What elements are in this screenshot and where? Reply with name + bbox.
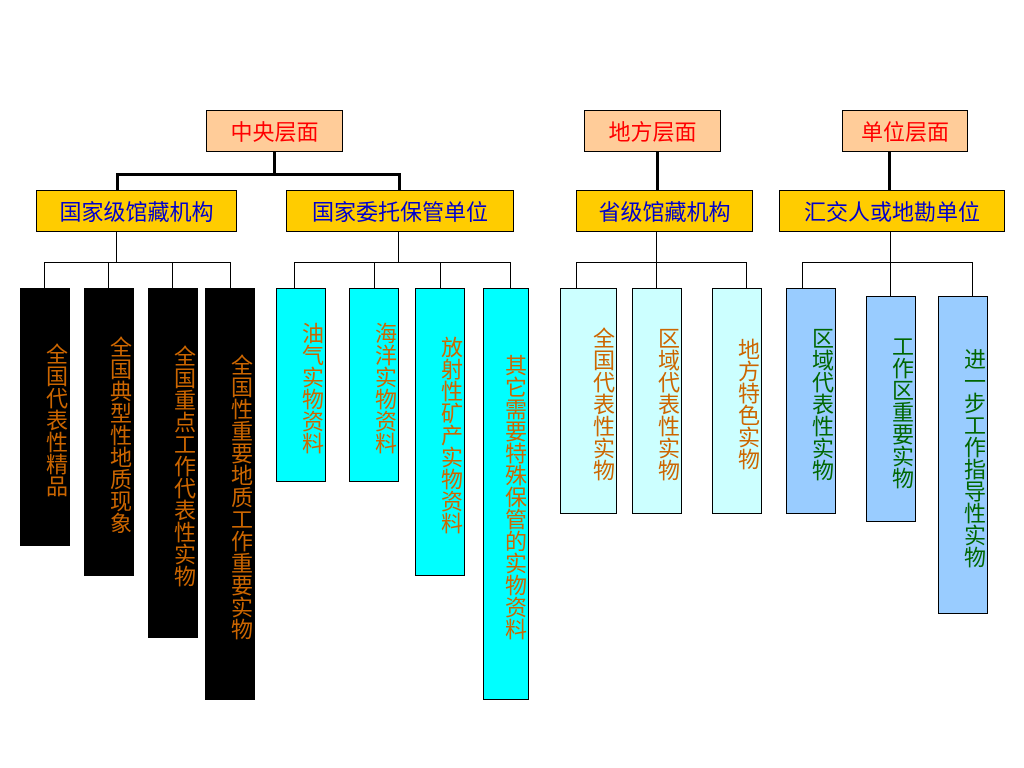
submitting-units-label: 汇交人或地勘单位 (803, 201, 980, 226)
connector (510, 262, 511, 288)
provincial-collection-box: 省级馆藏机构 (576, 190, 753, 232)
connector (44, 262, 45, 288)
leaf-label: 全国代表性实物 (589, 327, 614, 481)
connector (440, 262, 441, 288)
leaf-label: 全国代表性精品 (42, 343, 67, 497)
connector (44, 262, 230, 263)
leaf-label: 海洋实物资料 (371, 322, 396, 454)
leaf-label: 工作区重要实物 (888, 335, 913, 489)
connector (576, 262, 577, 288)
connector (802, 262, 972, 263)
leaf-label: 全国重点工作代表性实物 (170, 345, 195, 587)
leaf-label: 油气实物资料 (298, 322, 323, 454)
leaf-box: 工作区重要实物 (866, 296, 916, 522)
leaf-box: 其它需要特殊保管的实物资料 (483, 288, 529, 700)
national-collection-box: 国家级馆藏机构 (36, 190, 237, 232)
connector (576, 262, 746, 263)
leaf-box: 地方特色实物 (712, 288, 762, 514)
connector (398, 232, 399, 262)
connector (294, 262, 295, 288)
unit-level-box: 单位层面 (842, 110, 968, 152)
local-level-label: 地方层面 (608, 121, 697, 146)
connector (890, 262, 891, 296)
connector (116, 173, 401, 176)
leaf-label: 进一步工作指导性实物 (960, 348, 985, 568)
connector (656, 152, 659, 190)
connector (116, 173, 119, 190)
connector (294, 262, 510, 263)
national-collection-label: 国家级馆藏机构 (59, 201, 214, 226)
connector (273, 152, 276, 174)
national-entrusted-label: 国家委托保管单位 (311, 201, 488, 226)
connector (172, 262, 173, 288)
leaf-box: 区域代表性实物 (632, 288, 682, 514)
connector (656, 232, 657, 262)
submitting-units-box: 汇交人或地勘单位 (779, 190, 1005, 232)
leaf-label: 全国典型性地质现象 (106, 336, 131, 534)
leaf-box: 全国重点工作代表性实物 (148, 288, 198, 638)
leaf-box: 进一步工作指导性实物 (938, 296, 988, 614)
connector (230, 262, 231, 288)
leaf-label: 地方特色实物 (734, 338, 759, 470)
connector (802, 262, 803, 288)
connector (972, 262, 973, 296)
leaf-box: 海洋实物资料 (349, 288, 399, 482)
leaf-box: 全国代表性精品 (20, 288, 70, 546)
leaf-box: 放射性矿产实物资料 (415, 288, 465, 576)
leaf-box: 油气实物资料 (276, 288, 326, 482)
connector (890, 232, 891, 262)
connector (374, 262, 375, 288)
leaf-label: 全国性重要地质工作重要实物 (227, 354, 252, 640)
leaf-box: 区域代表性实物 (786, 288, 836, 514)
leaf-box: 全国代表性实物 (560, 288, 617, 514)
leaf-box: 全国性重要地质工作重要实物 (205, 288, 255, 700)
connector (398, 173, 401, 190)
leaf-label: 区域代表性实物 (808, 327, 833, 481)
leaf-label: 其它需要特殊保管的实物资料 (501, 354, 526, 640)
provincial-collection-label: 省级馆藏机构 (598, 201, 731, 226)
central-level-box: 中央层面 (206, 110, 343, 152)
connector (888, 152, 891, 190)
leaf-box: 全国典型性地质现象 (84, 288, 134, 576)
connector (746, 262, 747, 288)
connector (656, 262, 657, 288)
leaf-label: 区域代表性实物 (654, 327, 679, 481)
national-entrusted-box: 国家委托保管单位 (286, 190, 514, 232)
unit-level-label: 单位层面 (860, 121, 949, 146)
leaf-label: 放射性矿产实物资料 (437, 336, 462, 534)
connector (108, 262, 109, 288)
connector (116, 232, 117, 262)
central-level-label: 中央层面 (230, 121, 319, 146)
local-level-box: 地方层面 (584, 110, 721, 152)
